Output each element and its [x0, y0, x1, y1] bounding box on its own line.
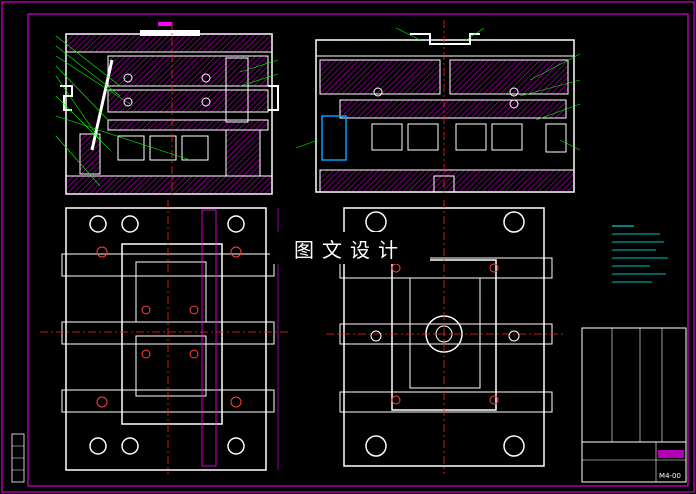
- watermark-text: 图文设计: [270, 232, 430, 264]
- title-block: [581, 441, 687, 483]
- drawing-frame: [27, 13, 689, 487]
- section-view-left: [55, 22, 279, 196]
- technical-notes: [612, 225, 668, 283]
- part-tag-left: [158, 22, 172, 26]
- section-view-right: [295, 20, 581, 196]
- plan-view-fixed-half: [326, 200, 566, 474]
- revision-block: [11, 433, 25, 483]
- parts-list-table: [581, 327, 687, 443]
- plan-view-moving-half: [40, 200, 290, 474]
